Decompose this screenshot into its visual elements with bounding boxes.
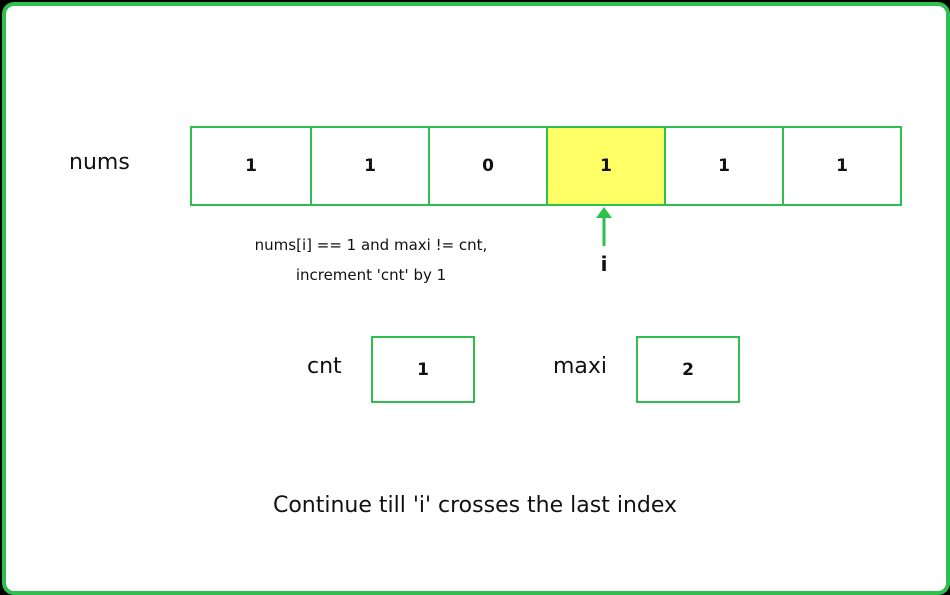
- pointer-arrow-icon: [596, 207, 612, 246]
- maxi-value-box: 2: [636, 336, 740, 403]
- step-note-line-2: increment 'cnt' by 1: [295, 266, 447, 284]
- array-cell-0: 1: [192, 128, 310, 204]
- array-cell-2: 0: [428, 128, 546, 204]
- array-cell-5: 1: [782, 128, 900, 204]
- cnt-label: cnt: [307, 354, 342, 379]
- cnt-value-box: 1: [371, 336, 475, 403]
- array-label: nums: [69, 150, 130, 175]
- maxi-label: maxi: [553, 354, 608, 379]
- array-cell-3-current: 1: [546, 128, 664, 204]
- array-cell-1: 1: [310, 128, 428, 204]
- footer-caption: Continue till 'i' crosses the last index: [272, 493, 678, 518]
- nums-array: 1 1 0 1 1 1: [190, 126, 902, 206]
- step-note: nums[i] == 1 and maxi != cnt, increment …: [236, 230, 506, 290]
- array-cell-4: 1: [664, 128, 782, 204]
- step-note-line-1: nums[i] == 1 and maxi != cnt,: [254, 236, 488, 254]
- pointer-label: i: [600, 252, 608, 276]
